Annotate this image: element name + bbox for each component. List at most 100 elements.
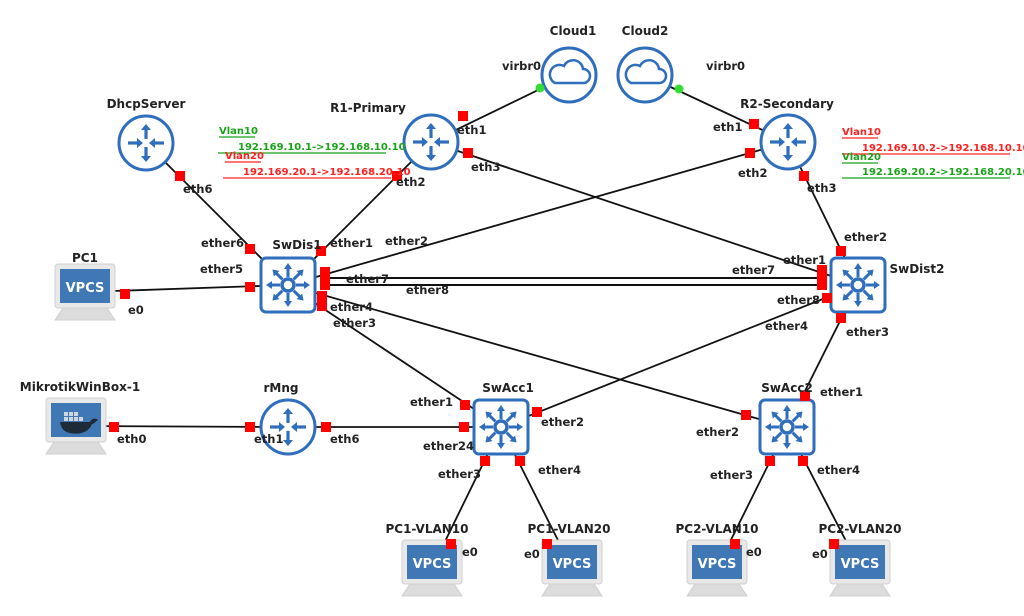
- router-icon[interactable]: [759, 113, 817, 171]
- interface-label: ether2: [541, 415, 584, 429]
- router-icon[interactable]: [402, 113, 460, 171]
- port-status-indicator[interactable]: [749, 119, 759, 129]
- vpcs-computer-icon[interactable]: VPCS: [541, 539, 603, 597]
- switch-icon[interactable]: [472, 398, 530, 456]
- link-line[interactable]: [287, 284, 788, 428]
- port-status-indicator[interactable]: [120, 289, 130, 299]
- interface-label: eth3: [471, 160, 501, 174]
- port-status-indicator[interactable]: [817, 280, 827, 290]
- link-line[interactable]: [430, 141, 859, 286]
- interface-label: ether2: [385, 234, 428, 248]
- docker-host-icon[interactable]: [45, 397, 107, 455]
- port-status-dot[interactable]: [535, 83, 545, 93]
- port-status-indicator[interactable]: [532, 407, 542, 417]
- port-status-indicator[interactable]: [316, 246, 326, 256]
- vlan-note-title: Vlan20: [225, 151, 264, 163]
- node-r2-secondary[interactable]: [759, 113, 817, 171]
- link-line[interactable]: [75, 425, 289, 428]
- port-status-dot[interactable]: [674, 84, 684, 94]
- port-status-indicator[interactable]: [822, 293, 832, 303]
- link-mikrotikwinbox-1-rmng[interactable]: [75, 425, 289, 428]
- node-label: SwAcc2: [761, 381, 813, 395]
- node-pc2-vlan20[interactable]: VPCS: [829, 539, 891, 597]
- port-status-indicator[interactable]: [317, 291, 327, 301]
- port-status-indicator[interactable]: [836, 246, 846, 256]
- node-swacc2[interactable]: [758, 398, 816, 456]
- interface-label: ether4: [330, 300, 373, 314]
- link-swdis1-swacc2[interactable]: [287, 284, 788, 428]
- vpcs-computer-icon[interactable]: VPCS: [686, 539, 748, 597]
- port-status-indicator[interactable]: [799, 171, 809, 181]
- port-status-indicator[interactable]: [392, 171, 402, 181]
- port-status-indicator[interactable]: [109, 422, 119, 432]
- node-r1-primary[interactable]: [402, 113, 460, 171]
- port-status-indicator[interactable]: [460, 400, 470, 410]
- note-text: 192.169.10.2->192.168.10.10: [862, 143, 1024, 154]
- node-rmng[interactable]: [259, 398, 317, 456]
- vlan-note-mapping: 192.169.20.1->192.168.20.10: [223, 167, 411, 179]
- port-status-indicator[interactable]: [730, 539, 740, 549]
- node-swacc1[interactable]: [472, 398, 530, 456]
- port-status-indicator[interactable]: [480, 456, 490, 466]
- port-status-indicator[interactable]: [446, 539, 456, 549]
- port-status-indicator[interactable]: [321, 422, 331, 432]
- switch-icon[interactable]: [829, 256, 887, 314]
- port-status-indicator[interactable]: [542, 539, 552, 549]
- link-swacc1-swdist2[interactable]: [500, 284, 859, 428]
- port-status-indicator[interactable]: [320, 273, 330, 283]
- router-icon[interactable]: [117, 114, 175, 172]
- node-pc1[interactable]: VPCS: [54, 263, 116, 321]
- port-status-indicator[interactable]: [817, 273, 827, 283]
- note-text: 192.169.10.1->192.168.10.10: [238, 142, 406, 153]
- port-status-indicator[interactable]: [458, 111, 468, 121]
- link-r2-secondary-swdis1[interactable]: [287, 141, 789, 286]
- node-cloud1[interactable]: [540, 46, 598, 104]
- node-dhcpserver[interactable]: [117, 114, 175, 172]
- port-status-indicator[interactable]: [317, 301, 327, 311]
- switch-icon[interactable]: [758, 398, 816, 456]
- port-status-indicator[interactable]: [836, 313, 846, 323]
- node-pc2-vlan10[interactable]: VPCS: [686, 539, 748, 597]
- port-status-indicator[interactable]: [245, 282, 255, 292]
- node-pc1-vlan10[interactable]: VPCS: [401, 539, 463, 597]
- vpcs-computer-icon[interactable]: VPCS: [54, 263, 116, 321]
- port-status-indicator[interactable]: [798, 456, 808, 466]
- cloud-icon[interactable]: [616, 46, 674, 104]
- interface-label: ether2: [844, 230, 887, 244]
- port-status-indicator[interactable]: [745, 148, 755, 158]
- link-line[interactable]: [500, 284, 859, 428]
- port-status-indicator[interactable]: [245, 244, 255, 254]
- port-status-indicator[interactable]: [320, 280, 330, 290]
- port-status-indicator[interactable]: [175, 171, 185, 181]
- port-status-indicator[interactable]: [741, 410, 751, 420]
- link-r1-primary-swdist2[interactable]: [430, 141, 859, 286]
- vpcs-computer-icon[interactable]: VPCS: [401, 539, 463, 597]
- port-status-indicator[interactable]: [800, 391, 810, 401]
- link-line[interactable]: [287, 141, 789, 286]
- node-cloud2[interactable]: [616, 46, 674, 104]
- router-icon[interactable]: [259, 398, 317, 456]
- interface-label: ether4: [817, 463, 860, 477]
- port-status-indicator[interactable]: [515, 456, 525, 466]
- node-mikrotikwinbox-1[interactable]: [45, 397, 107, 455]
- node-swdis1[interactable]: [259, 256, 317, 314]
- node-pc1-vlan20[interactable]: VPCS: [541, 539, 603, 597]
- vlan-note-mapping: 192.169.20.2->192.168.20.10: [842, 167, 1024, 179]
- vlan-note-mapping: 192.169.10.1->192.168.10.10: [218, 142, 406, 154]
- port-status-indicator[interactable]: [463, 148, 473, 158]
- port-status-indicator[interactable]: [245, 422, 255, 432]
- port-status-indicator[interactable]: [829, 539, 839, 549]
- port-status-indicator[interactable]: [817, 265, 827, 275]
- interface-label: eth3: [807, 181, 837, 195]
- port-status-indicator[interactable]: [320, 267, 330, 277]
- interface-label: e0: [524, 547, 540, 561]
- switch-icon[interactable]: [259, 256, 317, 314]
- vlan-note-mapping: 192.169.10.2->192.168.10.10: [842, 143, 1024, 155]
- vpcs-computer-icon[interactable]: VPCS: [829, 539, 891, 597]
- port-status-indicator[interactable]: [459, 422, 469, 432]
- node-swdist2[interactable]: [829, 256, 887, 314]
- interface-label: ether3: [710, 468, 753, 482]
- cloud-icon[interactable]: [540, 46, 598, 104]
- port-status-indicator[interactable]: [765, 456, 775, 466]
